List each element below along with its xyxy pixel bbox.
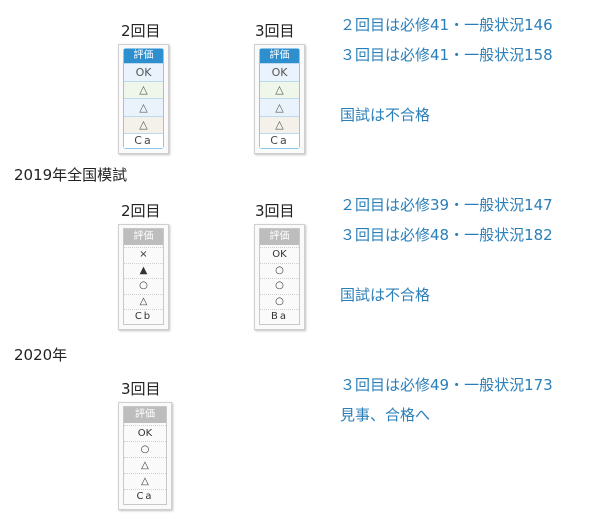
card-row: △ (124, 457, 166, 473)
score-note: ３回目は必修49・一般状況173 (340, 376, 553, 394)
card-row: OK (124, 63, 163, 81)
card-row: × (124, 247, 163, 263)
card-row: ○ (260, 262, 299, 279)
card-row: △ (124, 115, 163, 133)
evaluation-card: 評価 OK ○ △ △ Ca (118, 402, 172, 510)
evaluation-card: 評価 OK ○ ○ ○ Ba (254, 224, 305, 330)
card-row: OK (260, 63, 299, 81)
round-label-3: 3回目 (121, 380, 161, 398)
card-row: △ (124, 98, 163, 116)
card-row: ○ (124, 441, 166, 457)
round-label-3: 3回目 (255, 202, 295, 220)
card-row: ○ (260, 293, 299, 310)
score-note: ３回目は必修41・一般状況158 (340, 46, 553, 64)
card-row: △ (124, 293, 163, 310)
result-note: 国試は不合格 (340, 286, 431, 304)
score-note: ２回目は必修39・一般状況147 (340, 196, 553, 214)
card-header: 評価 (124, 229, 163, 245)
round-label-2: 2回目 (121, 22, 161, 40)
card-row: ▲ (124, 262, 163, 279)
card-header: 評価 (124, 407, 166, 423)
result-note: 国試は不合格 (340, 106, 431, 124)
card-grade: Ca (260, 133, 299, 148)
card-header: 評価 (260, 49, 299, 63)
evaluation-card: 評価 OK △ △ △ Ca (118, 44, 169, 154)
section-title: 2020年 (14, 346, 68, 364)
evaluation-card: 評価 OK △ △ △ Ca (254, 44, 305, 154)
card-grade: Cb (124, 309, 163, 324)
round-label-3: 3回目 (255, 22, 295, 40)
card-header: 評価 (124, 49, 163, 63)
result-note: 見事、合格へ (340, 406, 431, 424)
card-grade: Ca (124, 133, 163, 148)
section-title: 2019年全国模試 (14, 166, 128, 184)
card-row: ○ (260, 278, 299, 294)
card-header: 評価 (260, 229, 299, 245)
card-grade: Ca (124, 489, 166, 504)
evaluation-card: 評価 × ▲ ○ △ Cb (118, 224, 169, 330)
card-row: △ (260, 98, 299, 116)
card-row: △ (260, 115, 299, 133)
score-note: ２回目は必修41・一般状況146 (340, 16, 553, 34)
card-grade: Ba (260, 309, 299, 324)
card-row: △ (124, 473, 166, 489)
card-row: OK (260, 247, 299, 263)
card-row: △ (124, 80, 163, 98)
score-note: ３回目は必修48・一般状況182 (340, 226, 553, 244)
card-row: OK (124, 425, 166, 441)
round-label-2: 2回目 (121, 202, 161, 220)
card-row: ○ (124, 278, 163, 294)
card-row: △ (260, 80, 299, 98)
